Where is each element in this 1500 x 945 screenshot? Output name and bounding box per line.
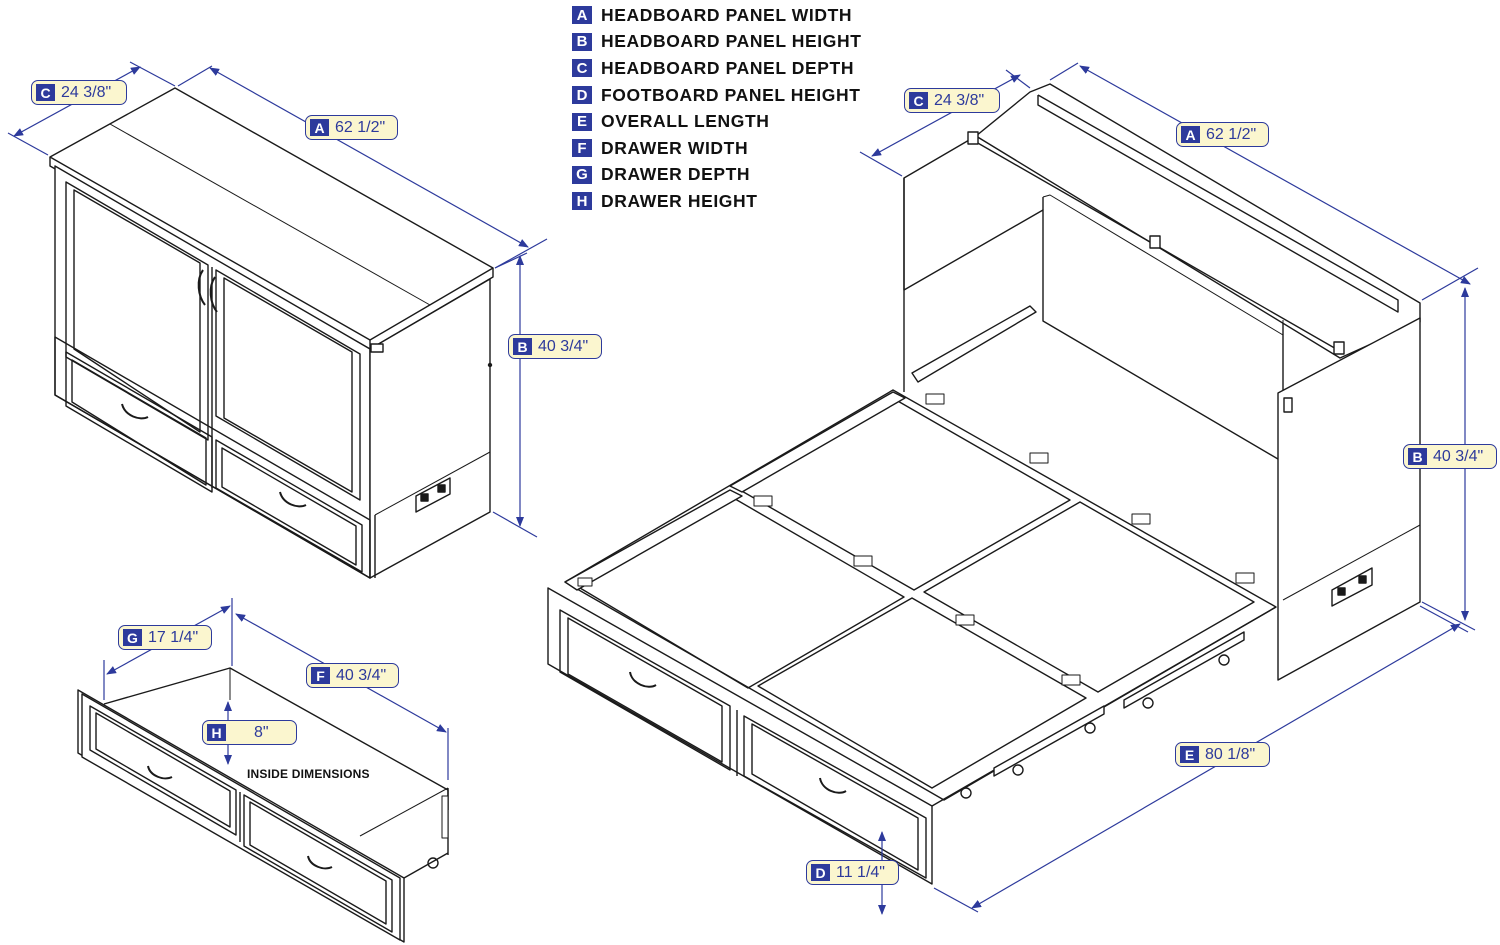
closed-height-key: B [513, 338, 532, 355]
drawer-width-value: 40 3/4" [336, 666, 387, 684]
drawer-height-value: 8" [254, 723, 269, 741]
drawer-width-key: F [311, 667, 330, 684]
closed-height-label: B 40 3/4" [508, 334, 602, 359]
open-width-key: A [1181, 126, 1200, 143]
open-footboard-label: D 11 1/4" [806, 860, 899, 885]
open-height-value: 40 3/4" [1433, 447, 1484, 465]
legend-key-f: F [572, 139, 592, 158]
closed-width-value: 62 1/2" [335, 118, 386, 136]
open-width-value: 62 1/2" [1206, 125, 1257, 143]
open-length-value: 80 1/8" [1205, 745, 1256, 763]
drawer-height-label: H 8" [202, 720, 297, 745]
legend-text-a: HEADBOARD PANEL WIDTH [601, 4, 853, 25]
drawer-width-label: F 40 3/4" [306, 663, 399, 688]
legend-key-c: C [572, 59, 592, 78]
legend-item-d: D FOOTBOARD PANEL HEIGHT [572, 82, 861, 109]
legend-key-d: D [572, 86, 592, 105]
closed-depth-key: C [36, 84, 55, 101]
drawer-depth-key: G [123, 629, 142, 646]
legend-key-h: H [572, 192, 592, 211]
legend-item-a: A HEADBOARD PANEL WIDTH [572, 2, 861, 29]
legend-item-f: F DRAWER WIDTH [572, 135, 861, 162]
open-depth-value: 24 3/8" [934, 91, 985, 109]
open-depth-key: C [909, 92, 928, 109]
closed-depth-value: 24 3/8" [61, 83, 112, 101]
dimension-legend: A HEADBOARD PANEL WIDTH B HEADBOARD PANEL … [572, 2, 861, 215]
legend-text-b: HEADBOARD PANEL HEIGHT [601, 31, 862, 52]
open-length-key: E [1180, 746, 1199, 763]
closed-depth-label: C 24 3/8" [31, 80, 127, 105]
legend-text-h: DRAWER HEIGHT [601, 190, 758, 211]
inside-dimensions-note: INSIDE DIMENSIONS [247, 767, 370, 781]
legend-key-b: B [572, 32, 592, 51]
drawer-depth-value: 17 1/4" [148, 628, 199, 646]
closed-cabinet-drawing [49, 87, 494, 579]
legend-key-e: E [572, 112, 592, 131]
open-depth-label: C 24 3/8" [904, 88, 1000, 113]
legend-text-g: DRAWER DEPTH [601, 164, 751, 185]
legend-item-e: E OVERALL LENGTH [572, 108, 861, 135]
open-height-key: B [1408, 448, 1427, 465]
legend-key-g: G [572, 165, 592, 184]
legend-item-h: H DRAWER HEIGHT [572, 188, 861, 215]
drawer-height-key: H [207, 724, 226, 741]
legend-key-a: A [572, 6, 592, 25]
legend-text-f: DRAWER WIDTH [601, 137, 749, 158]
legend-text-e: OVERALL LENGTH [601, 111, 770, 132]
open-width-label: A 62 1/2" [1176, 122, 1269, 147]
open-footboard-key: D [811, 864, 830, 881]
legend-item-c: C HEADBOARD PANEL DEPTH [572, 55, 861, 82]
closed-width-key: A [310, 119, 329, 136]
drawer-drawing [77, 667, 449, 943]
open-footboard-value: 11 1/4" [836, 863, 885, 881]
open-height-label: B 40 3/4" [1403, 444, 1497, 469]
open-length-label: E 80 1/8" [1175, 742, 1270, 767]
legend-item-g: G DRAWER DEPTH [572, 162, 861, 189]
closed-width-label: A 62 1/2" [305, 115, 398, 140]
legend-text-d: FOOTBOARD PANEL HEIGHT [601, 84, 861, 105]
drawer-depth-label: G 17 1/4" [118, 625, 212, 650]
closed-height-value: 40 3/4" [538, 337, 589, 355]
legend-item-b: B HEADBOARD PANEL HEIGHT [572, 29, 861, 56]
legend-text-c: HEADBOARD PANEL DEPTH [601, 57, 855, 78]
